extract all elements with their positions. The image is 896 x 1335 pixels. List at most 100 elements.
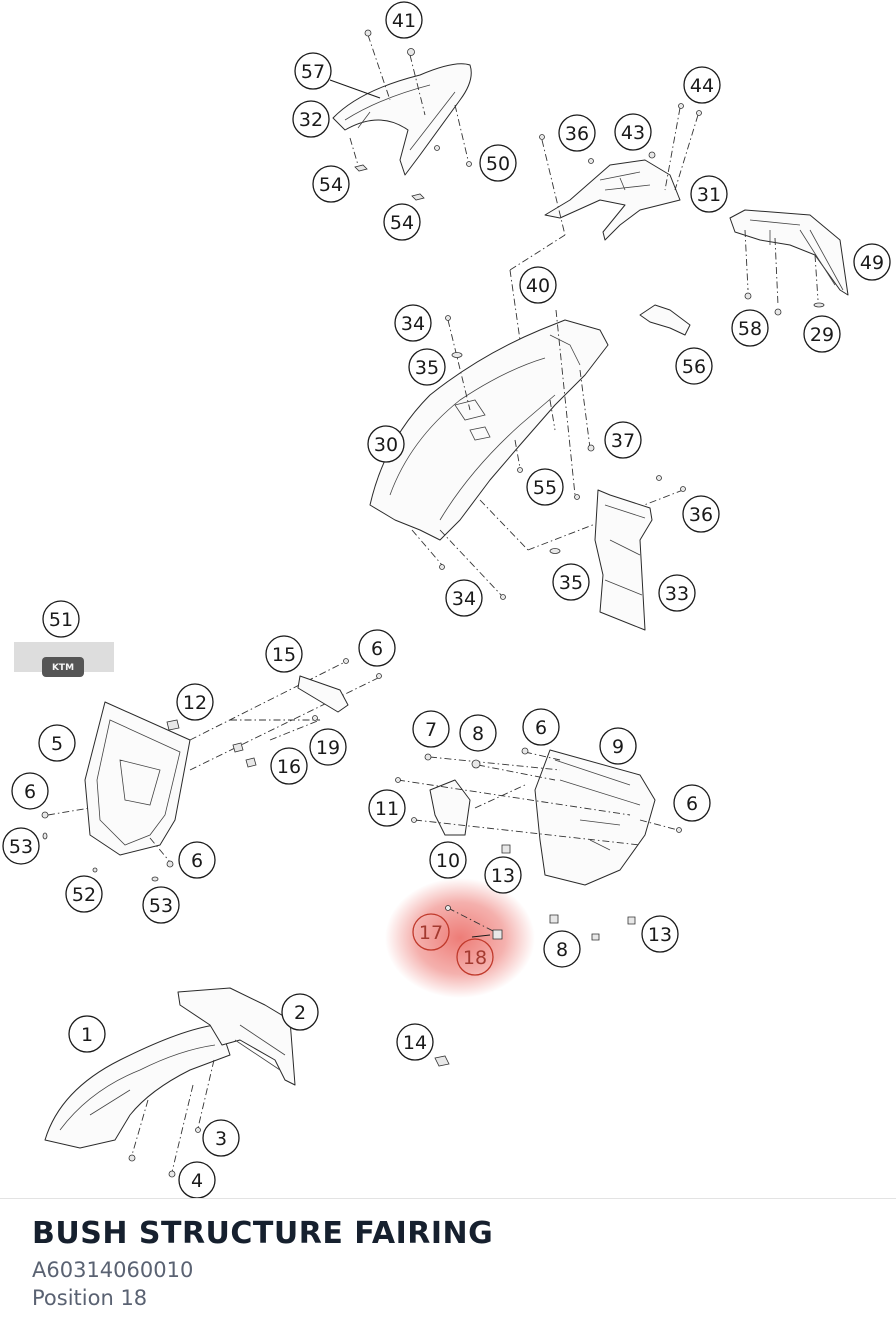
callout-2[interactable]: 2 — [281, 993, 319, 1031]
callout-number: 34 — [452, 588, 476, 610]
callout-number: 32 — [299, 109, 323, 131]
callout-number: 6 — [535, 717, 547, 739]
callout-53[interactable]: 53 — [142, 886, 180, 924]
callout-ring — [429, 841, 467, 879]
callout-35[interactable]: 35 — [552, 563, 590, 601]
callout-19[interactable]: 19 — [309, 728, 347, 766]
callout-10[interactable]: 10 — [429, 841, 467, 879]
callout-6[interactable]: 6 — [11, 772, 49, 810]
callout-number: 57 — [301, 61, 325, 83]
callout-29[interactable]: 29 — [803, 315, 841, 353]
callout-ring — [408, 348, 446, 386]
callout-32[interactable]: 32 — [292, 100, 330, 138]
callout-3[interactable]: 3 — [202, 1119, 240, 1157]
callout-ring — [309, 728, 347, 766]
callout-number: 5 — [51, 733, 63, 755]
callout-14[interactable]: 14 — [396, 1023, 434, 1061]
callout-35[interactable]: 35 — [408, 348, 446, 386]
callout-43[interactable]: 43 — [614, 113, 652, 151]
callout-6[interactable]: 6 — [178, 841, 216, 879]
callout-ring — [202, 1119, 240, 1157]
part-front-fender — [44, 987, 450, 1178]
callout-51[interactable]: 51 — [42, 600, 80, 638]
callout-number: 49 — [860, 252, 884, 274]
callout-number: 35 — [415, 357, 439, 379]
callout-ring — [682, 495, 720, 533]
callout-number: 31 — [697, 184, 721, 206]
callout-6[interactable]: 6 — [673, 784, 711, 822]
callout-18[interactable]: 18 — [456, 938, 494, 976]
callout-15[interactable]: 15 — [265, 635, 303, 673]
callout-33[interactable]: 33 — [658, 574, 696, 612]
callout-34[interactable]: 34 — [394, 304, 432, 342]
callout-number: 1 — [81, 1024, 93, 1046]
callout-49[interactable]: 49 — [853, 243, 891, 281]
callout-13[interactable]: 13 — [641, 915, 679, 953]
callout-ring — [484, 856, 522, 894]
callout-number: 33 — [665, 583, 689, 605]
callout-52[interactable]: 52 — [65, 875, 103, 913]
callout-5[interactable]: 5 — [38, 724, 76, 762]
callout-ring — [552, 563, 590, 601]
callout-11[interactable]: 11 — [368, 789, 406, 827]
callout-40[interactable]: 40 — [519, 266, 557, 304]
callout-56[interactable]: 56 — [675, 347, 713, 385]
callout-number: 40 — [526, 275, 550, 297]
callout-54[interactable]: 54 — [312, 165, 350, 203]
callout-44[interactable]: 44 — [683, 66, 721, 104]
callout-8[interactable]: 8 — [543, 930, 581, 968]
callout-50[interactable]: 50 — [479, 144, 517, 182]
callout-ring — [38, 724, 76, 762]
callout-number: 6 — [371, 638, 383, 660]
part-title: BUSH STRUCTURE FAIRING — [32, 1216, 494, 1251]
callout-36[interactable]: 36 — [682, 495, 720, 533]
callout-ring — [526, 468, 564, 506]
svg-text:KTM: KTM — [52, 663, 74, 673]
callout-number: 55 — [533, 477, 557, 499]
callout-number: 8 — [556, 939, 568, 961]
callout-30[interactable]: 30 — [367, 425, 405, 463]
callout-number: 17 — [419, 922, 443, 944]
callout-8[interactable]: 8 — [459, 714, 497, 752]
callout-58[interactable]: 58 — [731, 309, 769, 347]
callout-ring — [178, 1161, 216, 1198]
callout-ring — [176, 683, 214, 721]
callout-ring — [367, 425, 405, 463]
callout-number: 2 — [294, 1002, 306, 1024]
callout-16[interactable]: 16 — [270, 747, 308, 785]
callout-53[interactable]: 53 — [2, 827, 40, 865]
callout-6[interactable]: 6 — [358, 629, 396, 667]
callout-17[interactable]: 17 — [412, 913, 450, 951]
callout-ring — [265, 635, 303, 673]
highlight-glow — [385, 878, 535, 998]
callout-number: 6 — [191, 850, 203, 872]
callout-7[interactable]: 7 — [412, 710, 450, 748]
callout-13[interactable]: 13 — [484, 856, 522, 894]
callout-34[interactable]: 34 — [445, 579, 483, 617]
callout-1[interactable]: 1 — [68, 1015, 106, 1053]
callout-ring — [42, 600, 80, 638]
callout-ring — [11, 772, 49, 810]
callout-number: 14 — [403, 1032, 427, 1054]
callout-41[interactable]: 41 — [385, 1, 423, 39]
callout-57[interactable]: 57 — [294, 52, 332, 90]
callout-number: 8 — [472, 723, 484, 745]
callout-55[interactable]: 55 — [526, 468, 564, 506]
callout-54[interactable]: 54 — [383, 203, 421, 241]
callout-9[interactable]: 9 — [599, 727, 637, 765]
callout-37[interactable]: 37 — [604, 421, 642, 459]
callout-number: 41 — [392, 10, 416, 32]
callout-12[interactable]: 12 — [176, 683, 214, 721]
callout-number: 9 — [612, 736, 624, 758]
callout-4[interactable]: 4 — [178, 1161, 216, 1198]
callout-number: 11 — [375, 798, 399, 820]
callout-number: 15 — [272, 644, 296, 666]
callout-36[interactable]: 36 — [558, 114, 596, 152]
callout-number: 12 — [183, 692, 207, 714]
callout-ring — [519, 266, 557, 304]
callout-number: 58 — [738, 318, 762, 340]
callout-6[interactable]: 6 — [522, 708, 560, 746]
callout-ring — [853, 243, 891, 281]
callout-31[interactable]: 31 — [690, 175, 728, 213]
